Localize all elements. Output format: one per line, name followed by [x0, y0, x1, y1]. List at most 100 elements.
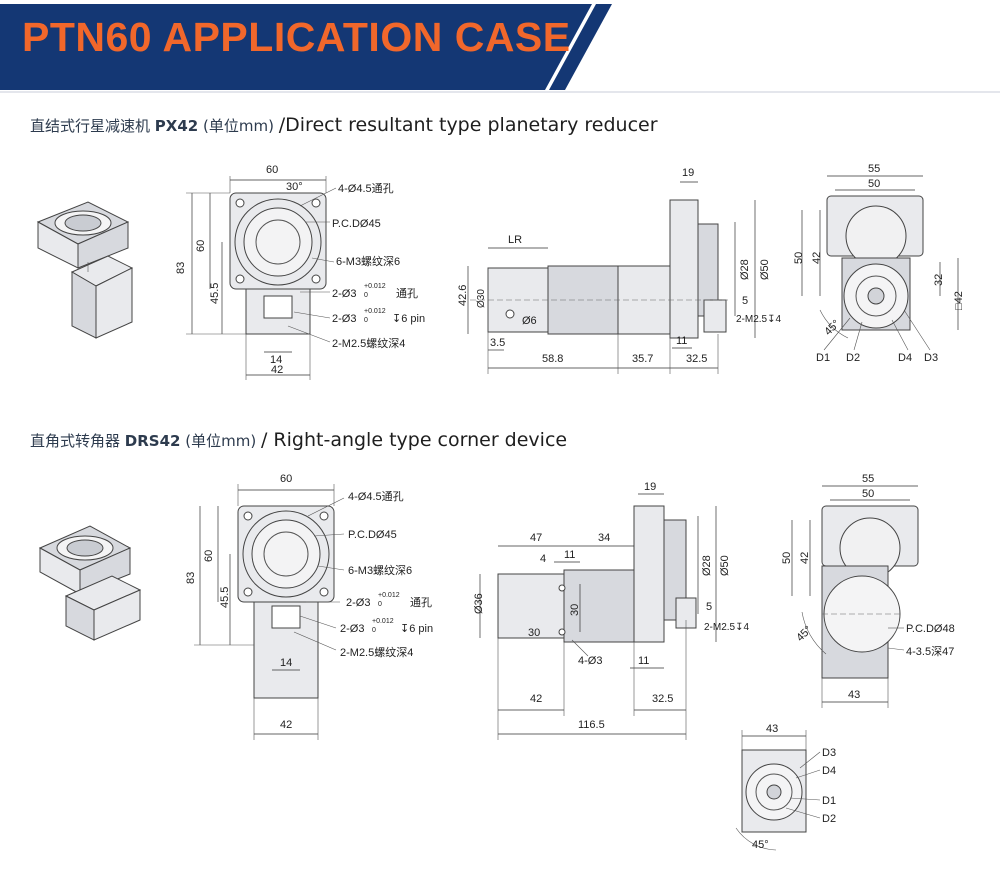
drs42-bottom-d4: D4 [822, 765, 836, 777]
drs42-note-tol0-b: 0 [372, 627, 376, 634]
px42-note-thru: 通孔 [396, 287, 418, 300]
drs42-side-w30: 30 [528, 627, 540, 639]
px42-note-m25: 2-M2.5螺纹深4 [332, 336, 405, 350]
px42-note-tol0: 0 [364, 292, 368, 299]
drs42-note-pin-a: 2-Ø3 [346, 597, 370, 609]
drs42-side-11b: 11 [638, 655, 649, 667]
section1-cn-title: 直结式行星减速机 [30, 117, 151, 135]
drs42-side-42: 42 [530, 693, 542, 705]
drs42-side-4: 4 [540, 553, 546, 565]
px42-note-holes: 4-Ø4.5通孔 [338, 182, 394, 195]
section1-en-title: /Direct resultant type planetary reducer [278, 114, 658, 136]
drs42-dim-42: 42 [280, 719, 292, 731]
section2-heading: 直角式转角器 DRS42 (单位mm) / Right-angle type c… [30, 429, 567, 451]
drs42-dim-60: 60 [280, 473, 292, 485]
px42-side-325: 32.5 [686, 353, 707, 365]
px42-end-d3: D3 [924, 352, 938, 364]
drs42-note-pin-suffix: ↧6 pin [400, 623, 433, 635]
drs42-end-50: 50 [862, 488, 874, 500]
px42-dim-angle: 30° [286, 181, 303, 193]
px42-note-pin-suffix: ↧6 pin [392, 313, 425, 325]
section2-unit: (单位mm) [185, 432, 257, 450]
drs42-end-deep: 4-3.5深47 [906, 645, 954, 658]
px42-side-view: 19 LR 42.6 Ø30 Ø6 Ø28 Ø50 5 2-M2.5↧4 3.5… [457, 167, 782, 374]
section1-unit: (单位mm) [203, 117, 274, 135]
drs42-end-43: 43 [848, 689, 860, 701]
px42-side-5: 5 [742, 295, 748, 307]
drs42-note-tol: +0.012 [378, 592, 400, 599]
px42-end-sq42: □42 [953, 291, 965, 310]
px42-note-pin-b: 2-Ø3 [332, 313, 356, 325]
drs42-bottom-d3: D3 [822, 747, 836, 759]
px42-note-tol-b: +0.012 [364, 308, 386, 315]
drs42-end-55: 55 [862, 473, 874, 485]
px42-dim-14: 14 [270, 354, 282, 366]
px42-side-35: 3.5 [490, 337, 505, 349]
drs42-dim-h60: 60 [203, 550, 215, 562]
drs42-end-angle: 45° [794, 624, 814, 644]
px42-end-view: 55 50 50 42 32 □42 45° D1 D2 D4 D3 [793, 163, 965, 364]
drs42-bottom-view: 43 D3 D4 D1 D2 45° [735, 723, 836, 851]
title-banner: PTN60 APPLICATION CASE [0, 0, 1000, 95]
px42-side-d28: Ø28 [739, 259, 751, 280]
px42-side-19: 19 [682, 167, 694, 179]
drs42-note-tol0: 0 [378, 601, 382, 608]
px42-note-tol0-b: 0 [364, 317, 368, 324]
px42-end-h32: 32 [933, 274, 945, 286]
px42-end-55: 55 [868, 163, 880, 175]
drs42-side-325: 32.5 [652, 693, 673, 705]
px42-side-588: 58.8 [542, 353, 563, 365]
px42-dim-42: 42 [271, 364, 283, 376]
drs42-side-holes: 4-Ø3 [578, 655, 602, 667]
drs42-note-pcd: P.C.DØ45 [348, 529, 397, 541]
drs42-side-5: 5 [706, 601, 712, 613]
px42-end-h42: 42 [811, 252, 823, 264]
px42-end-h50: 50 [793, 252, 805, 264]
px42-note-pin-a: 2-Ø3 [332, 288, 356, 300]
section1-heading: 直结式行星减速机 PX42 (单位mm) /Direct resultant t… [30, 114, 658, 136]
drs42-note-m3: 6-M3螺纹深6 [348, 563, 412, 577]
px42-side-d50: Ø50 [759, 259, 771, 280]
drs42-side-d36: Ø36 [473, 593, 485, 614]
px42-note-pcd: P.C.DØ45 [332, 218, 381, 230]
drs42-dim-455: 45.5 [219, 587, 231, 608]
px42-note-m3: 6-M3螺纹深6 [336, 254, 400, 268]
drs42-bottom-d1: D1 [822, 795, 836, 807]
px42-dim-83: 83 [175, 262, 187, 274]
drs42-product-image [38, 525, 142, 641]
drs42-side-h30: 30 [569, 604, 581, 616]
drs42-end-view: 55 50 50 42 45° P.C.DØ48 4-3.5深47 43 [781, 473, 955, 708]
px42-product-image [36, 201, 134, 339]
px42-side-lr: LR [508, 234, 522, 246]
drs42-side-m25: 2-M2.5↧4 [704, 622, 750, 633]
page-title: PTN60 APPLICATION CASE [22, 14, 571, 60]
drs42-side-11: 11 [564, 549, 575, 561]
px42-end-50: 50 [868, 178, 880, 190]
section1-code: PX42 [154, 117, 199, 135]
px42-end-d1: D1 [816, 352, 830, 364]
px42-end-angle: 45° [822, 318, 842, 338]
drs42-bottom-d2: D2 [822, 813, 836, 825]
section2-code: DRS42 [124, 432, 181, 450]
drs42-front-view: 60 4-Ø4.5通孔 P.C.DØ45 6-M3螺纹深6 2-Ø3 +0.01… [185, 473, 433, 740]
px42-dim-455: 45.5 [209, 283, 221, 304]
drs42-side-d28: Ø28 [701, 555, 713, 576]
px42-side-d30: Ø30 [476, 289, 487, 308]
drs42-note-holes: 4-Ø4.5通孔 [348, 490, 404, 503]
drs42-side-47: 47 [530, 532, 542, 544]
drs42-side-1165: 116.5 [578, 719, 605, 731]
section2-cn-title: 直角式转角器 [30, 432, 121, 450]
drs42-side-view: 47 34 19 4 11 Ø36 30 30 Ø28 Ø50 5 2-M2.5… [473, 481, 750, 740]
drs42-end-h42: 42 [799, 552, 811, 564]
drs42-end-pcd: P.C.DØ48 [906, 623, 955, 635]
drs42-side-d50: Ø50 [719, 555, 731, 576]
drs42-note-tol-b: +0.012 [372, 618, 394, 625]
drs42-end-h50: 50 [781, 552, 793, 564]
px42-side-11: 11 [676, 335, 687, 347]
px42-dim-h60: 60 [195, 240, 207, 252]
px42-note-tol: +0.012 [364, 283, 386, 290]
px42-side-357: 35.7 [632, 353, 653, 365]
drs42-dim-83: 83 [185, 572, 197, 584]
drs42-side-34: 34 [598, 532, 610, 544]
drs42-bottom-angle: 45° [752, 839, 769, 851]
